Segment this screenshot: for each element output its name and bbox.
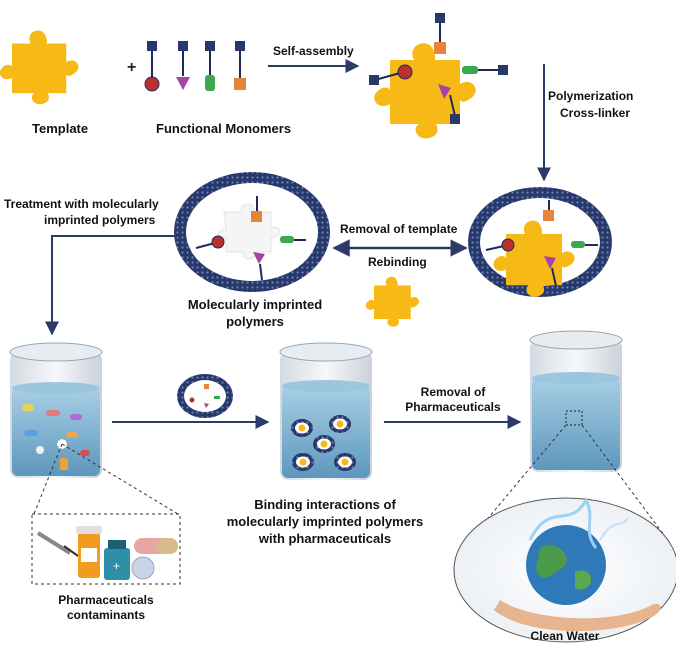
earth-water-hand-icon [453,496,676,643]
self-assembly-label: Self-assembly [273,44,354,58]
pharma-label-line1: Pharmaceuticals [58,593,154,607]
treatment-label-line2: imprinted polymers [44,213,156,227]
small-polymer-ring-icon [177,374,233,418]
clean-water-zoom-lines [473,424,665,536]
mip-label-line1: Molecularly imprinted [187,297,323,312]
plus-sign: + [127,59,136,76]
clean-water-beaker-icon [529,330,623,472]
pharmaceuticals-zoom-callout [31,443,181,585]
clean-water-label: Clean Water [530,629,600,643]
binding-label-line3: with pharmaceuticals [258,531,392,546]
functional-monomers-label: Functional Monomers [156,121,292,136]
functional-monomers-icon [144,41,246,92]
template-label: Template [32,121,89,136]
binding-label-line2: molecularly imprinted polymers [226,514,424,529]
removal-pharma-label-line1: Removal of [420,385,486,399]
rebinding-label: Rebinding [368,255,427,269]
template-puzzle-icon [0,30,79,105]
polymer-ring-with-template-icon [468,187,612,297]
treatment-arrow [45,235,178,336]
pharma-label-line2: contaminants [66,608,145,622]
svg-text:+: + [113,559,120,573]
binding-label-line1: Binding interactions of [254,497,396,512]
rebinding-template-icon [365,276,419,327]
removal-of-template-label: Removal of template [340,222,458,236]
cross-linker-label: Cross-linker [560,106,631,120]
binding-beaker-icon [279,342,373,480]
pills-syringe-bottle-icon: + [36,526,178,580]
contaminated-beaker-icon [9,342,103,478]
template-monomer-complex-icon [369,13,508,139]
polymer-ring-cavity-icon [174,172,330,292]
mip-label-line2: polymers [226,314,284,329]
treatment-label-line1: Treatment with molecularly [4,197,159,211]
removal-pharma-label-line2: Pharmaceuticals [405,400,501,414]
polymerization-label: Polymerization [548,89,634,103]
